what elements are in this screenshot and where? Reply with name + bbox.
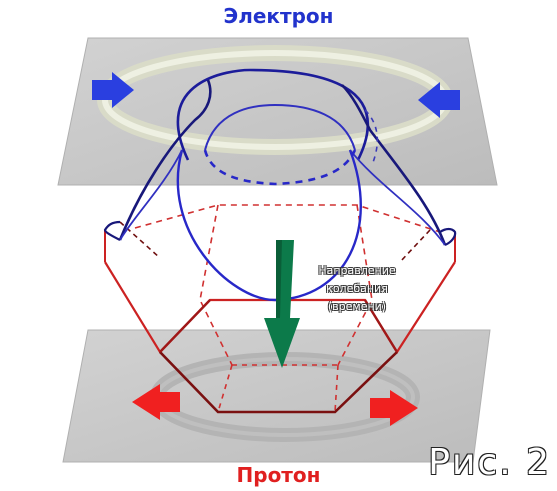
direction-note-line-2: колебания	[326, 282, 388, 295]
proton-arrow-right	[370, 390, 418, 426]
electron-arrow-left	[92, 72, 134, 108]
time-direction-arrow-shade	[276, 240, 282, 318]
figure-caption: Рис. 2	[428, 442, 551, 483]
direction-note-line-3: (времени)	[327, 300, 387, 313]
direction-note-line-1: Направление	[318, 264, 396, 277]
proton-arrow-left	[132, 384, 180, 420]
direction-note: Направление колебания (времени)	[302, 262, 412, 316]
electron-structure	[103, 68, 457, 302]
time-direction-arrow	[264, 240, 300, 368]
top-plate	[57, 37, 498, 186]
electron-arrow-right	[418, 82, 460, 118]
electron-label: Электрон	[223, 4, 334, 28]
proton-label: Протон	[236, 463, 321, 487]
